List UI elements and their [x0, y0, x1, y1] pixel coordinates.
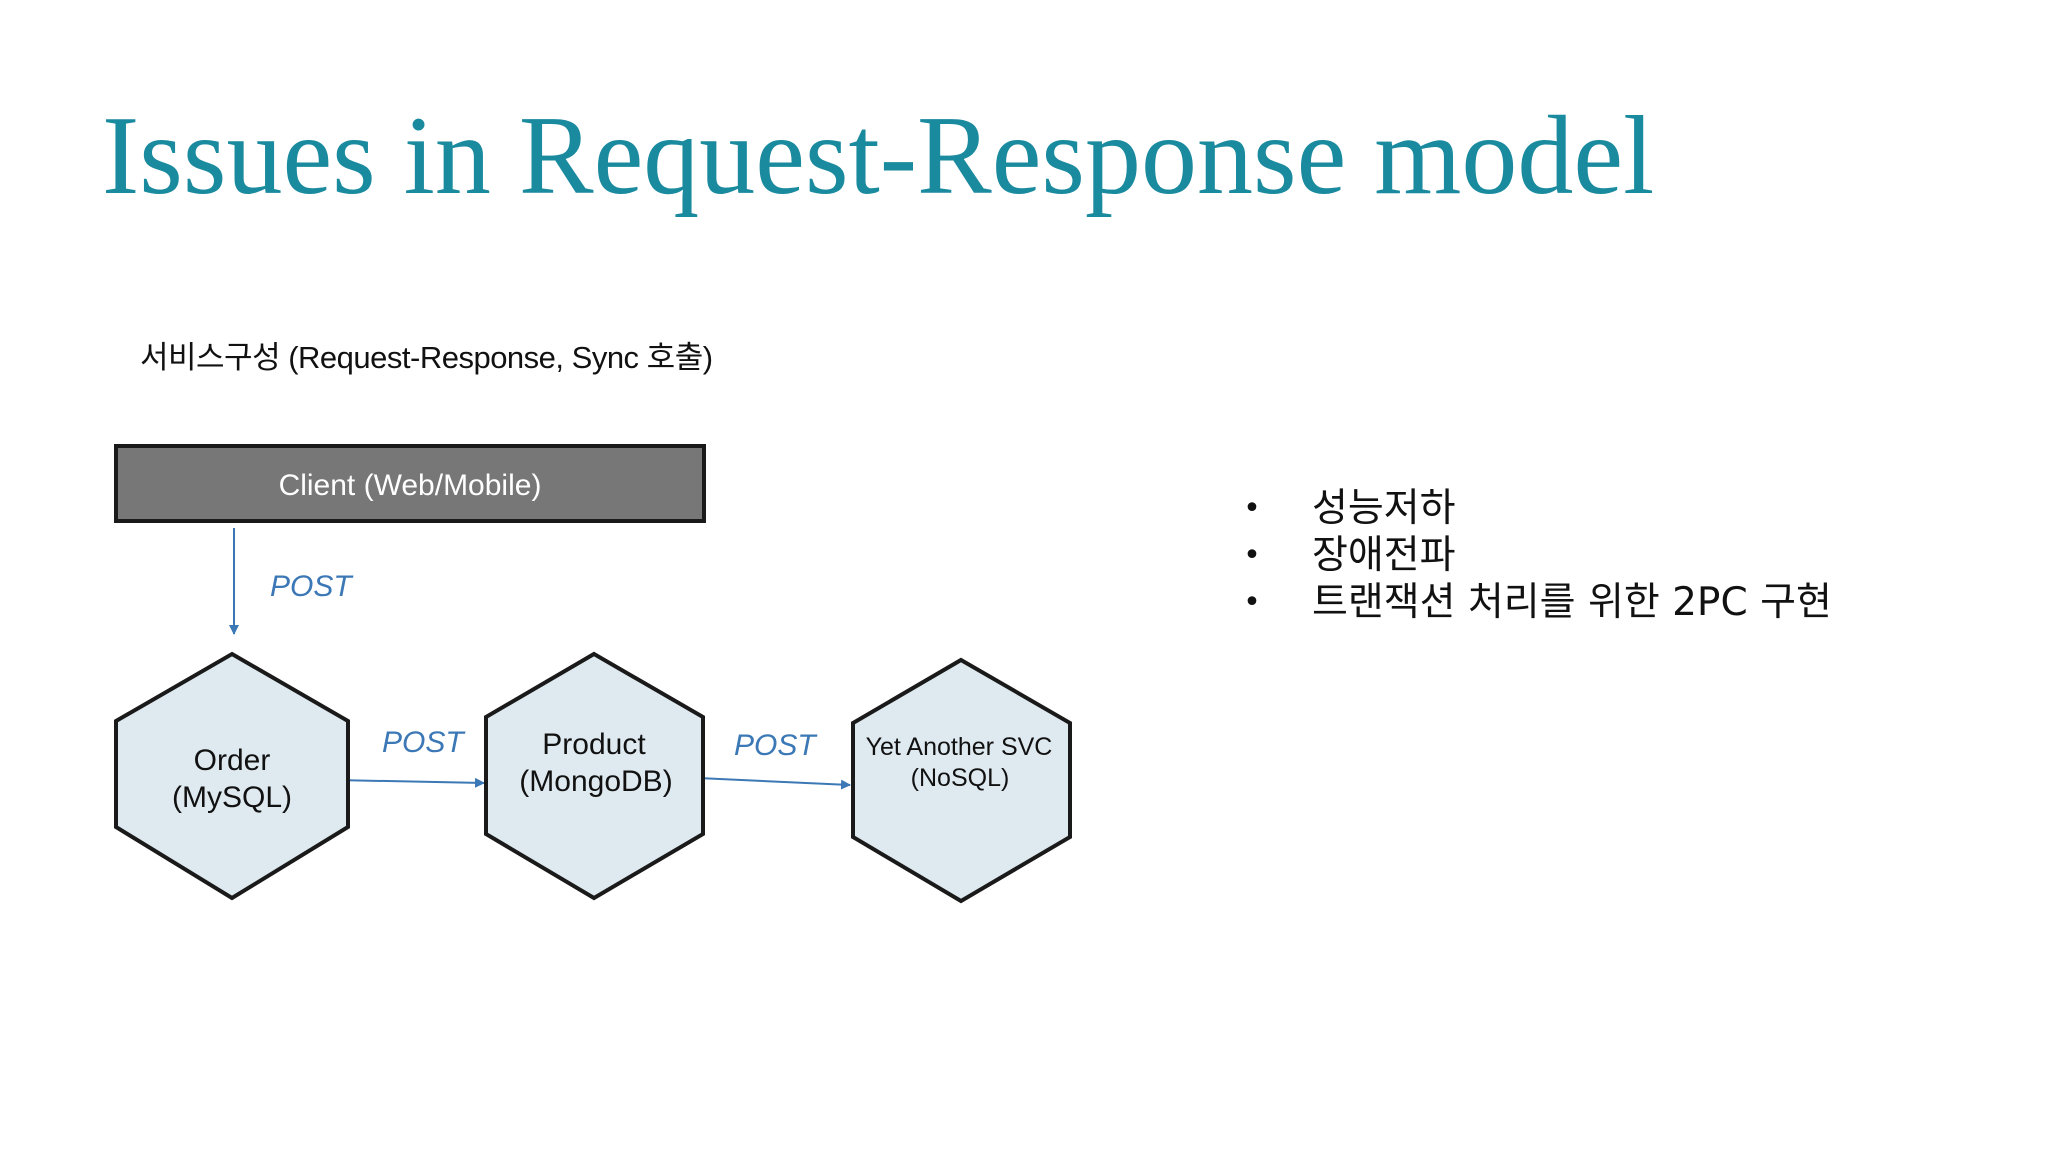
issue-item: • 장애전파	[1240, 532, 1832, 579]
hexagon-shape	[114, 651, 350, 901]
hexagon-shape	[851, 657, 1072, 904]
node-order: Order (MySQL)	[114, 651, 350, 901]
node-order-db: (MySQL)	[172, 781, 292, 814]
client-label: Client (Web/Mobile)	[279, 469, 542, 502]
issue-text: 성능저하	[1312, 486, 1456, 531]
client-box: Client (Web/Mobile)	[114, 444, 706, 523]
node-another-name: Yet Another SVC	[866, 733, 1053, 761]
node-another-db: (NoSQL)	[911, 764, 1010, 792]
bullet-icon: •	[1243, 585, 1261, 620]
arrow-product-to-another	[697, 777, 851, 790]
edge-label-product-another: POST	[734, 729, 818, 762]
edge-product-another: POST	[697, 729, 851, 790]
issue-text: 장애전파	[1312, 533, 1456, 578]
node-another-svc: Yet Another SVC (NoSQL)	[851, 657, 1072, 904]
node-product-db: (MongoDB)	[519, 765, 672, 798]
issue-text: 트랜잭션 처리를 위한 2PC 구현	[1312, 580, 1832, 625]
arrow-order-to-product	[334, 777, 485, 788]
edge-client-order: POST	[229, 528, 354, 635]
edge-order-product: POST	[334, 726, 485, 788]
issue-item: • 성능저하	[1240, 485, 1832, 532]
issue-item: • 트랜잭션 처리를 위한 2PC 구현	[1240, 579, 1832, 626]
node-product: Product (MongoDB)	[484, 651, 705, 901]
issues-list: • 성능저하 • 장애전파 • 트랜잭션 처리를 위한 2PC 구현	[1240, 485, 1832, 626]
node-order-name: Order	[194, 744, 271, 777]
client-box-shape	[114, 444, 706, 523]
slide-title: Issues in Request-Response model	[102, 94, 1655, 218]
edge-label-client-order: POST	[270, 570, 354, 603]
edge-label-order-product: POST	[382, 726, 466, 759]
bullet-icon: •	[1243, 491, 1261, 526]
node-product-name: Product	[542, 728, 646, 761]
bullet-icon: •	[1243, 538, 1261, 573]
diagram-caption: 서비스구성 (Request-Response, Sync 호출)	[140, 340, 713, 375]
hexagon-shape	[484, 651, 705, 901]
